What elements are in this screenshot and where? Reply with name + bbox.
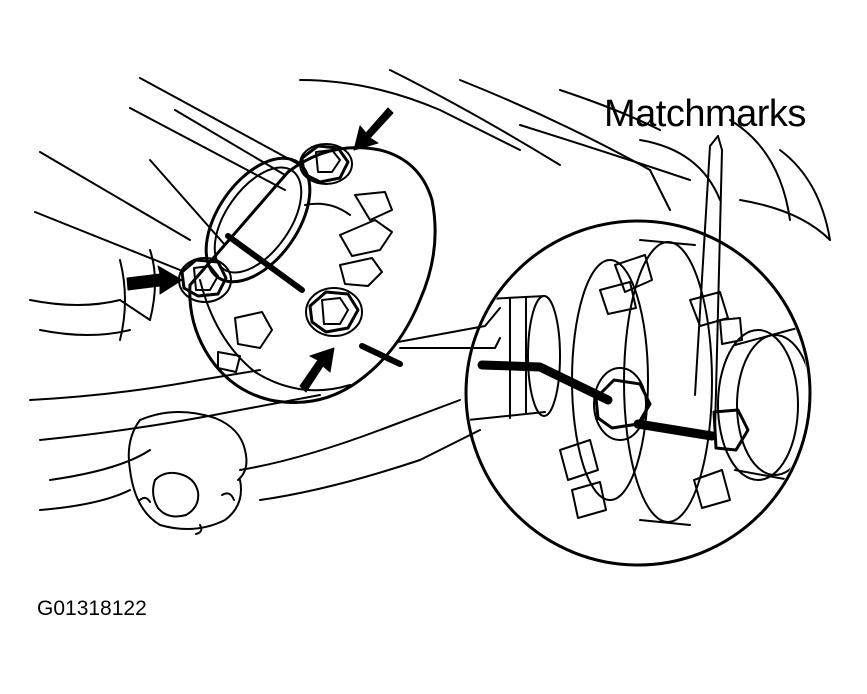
vehicle-frame-lines (29, 69, 831, 511)
matchmarks-label: Matchmarks (604, 93, 806, 135)
arrow-icon-top (353, 107, 394, 151)
arrow-icon-bottom (299, 347, 335, 393)
bolt-center (305, 287, 363, 337)
suspension-arm (127, 410, 248, 535)
arrow-icon-left (126, 265, 183, 295)
figure-code: G01318122 (37, 597, 147, 620)
bolt-top (299, 143, 353, 185)
callout-leader (397, 307, 501, 349)
detail-view (464, 219, 812, 567)
matchmarks-leader (694, 135, 723, 433)
flange-matchmark (225, 233, 403, 367)
arrow-icon (126, 107, 394, 393)
flange-bolts (178, 143, 363, 337)
propeller-shaft (149, 109, 312, 284)
